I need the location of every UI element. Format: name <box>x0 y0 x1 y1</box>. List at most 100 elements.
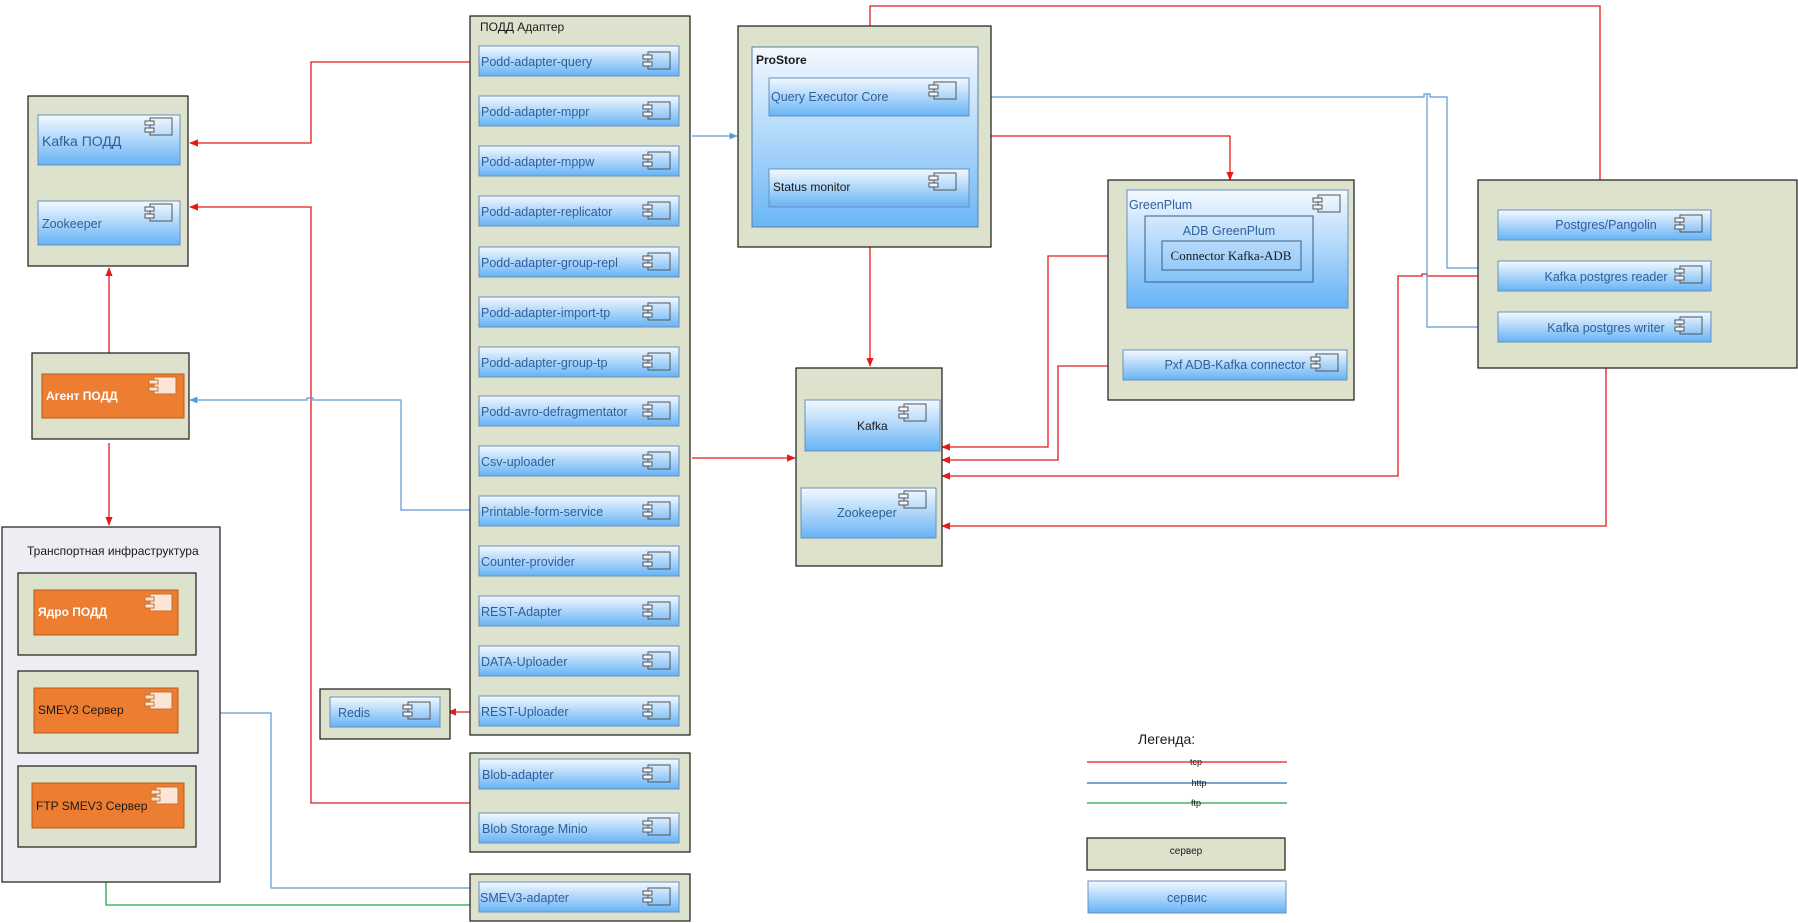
pxf-connector-label: Pxf ADB-Kafka connector <box>1164 358 1305 372</box>
adapter-service-box <box>478 545 680 577</box>
legend-tcp-label: tcp <box>1190 757 1202 767</box>
adapter-service-label: Printable-form-service <box>481 505 603 519</box>
adapter-service-box <box>478 595 680 627</box>
adapter-service-item[interactable]: Printable-form-service <box>478 495 680 527</box>
adapter-service-box <box>478 145 680 177</box>
adapter-service-label: Podd-adapter-mppw <box>481 155 595 169</box>
tcp-query-to-kafka-podd <box>189 61 479 147</box>
kafka-postgres-writer-label: Kafka postgres writer <box>1547 321 1664 335</box>
adapter-service-item[interactable]: REST-Adapter <box>478 595 680 627</box>
adapter-service-label: Podd-adapter-import-tp <box>481 306 610 320</box>
kafka-podd-server: Kafka ПОДД Zookeeper <box>27 95 189 267</box>
zookeeper-podd-label: Zookeeper <box>42 217 102 231</box>
adb-greenplum-box[interactable]: ADB GreenPlum <box>1144 215 1314 283</box>
adapter-service-item[interactable]: REST-Uploader <box>478 695 680 727</box>
adapter-service-item[interactable]: Podd-adapter-group-tp <box>478 346 680 378</box>
tcp-connector-to-kafka <box>941 255 1164 451</box>
postgres-pangolin-service[interactable]: Postgres/Pangolin <box>1497 209 1712 241</box>
ftp-smev3-server-label: FTP SMEV3 Сервер <box>36 799 148 813</box>
adapter-service-item[interactable]: Csv-uploader <box>478 445 680 477</box>
adapter-service-box <box>478 346 680 378</box>
legend-service-label: сервис <box>1167 891 1207 905</box>
kafka-label: Kafka <box>857 419 888 433</box>
transport-title: Транспортная инфраструктура <box>27 544 199 558</box>
adapter-service-item[interactable]: Podd-adapter-mppw <box>478 145 680 177</box>
adapter-service-box <box>478 695 680 727</box>
zookeeper-service[interactable]: Zookeeper <box>800 487 937 539</box>
agent-podd-server: Агент ПОДД <box>31 352 190 440</box>
redis-service[interactable]: Redis <box>329 696 441 728</box>
smev3-server-label: SMEV3 Сервер <box>38 703 124 717</box>
blob-adapter-label: Blob-adapter <box>482 768 554 782</box>
adapter-service-label: Podd-adapter-replicator <box>481 205 612 219</box>
adb-greenplum-label: ADB GreenPlum <box>1183 224 1275 238</box>
connector-kafka-adb-label: Connector Kafka-ADB <box>1171 248 1292 263</box>
adapter-service-label: REST-Uploader <box>481 705 569 719</box>
adapter-service-label: DATA-Uploader <box>481 655 567 669</box>
podd-adapter-server: ПОДД Адаптер Podd-adapter-queryPodd-adap… <box>469 15 691 736</box>
kafka-podd-label: Kafka ПОДД <box>42 133 122 149</box>
http-smev3-adapter-to-smev3 <box>197 709 470 889</box>
adapter-service-box <box>478 95 680 127</box>
connector-kafka-adb-box[interactable]: Connector Kafka-ADB <box>1161 240 1302 271</box>
adapter-service-item[interactable]: Podd-adapter-import-tp <box>478 296 680 328</box>
smev3-server-service[interactable]: SMEV3 Сервер <box>33 687 179 734</box>
adapter-service-box <box>478 645 680 677</box>
kafka-postgres-reader-label: Kafka postgres reader <box>1545 270 1668 284</box>
legend-server-swatch <box>1086 837 1286 871</box>
adapter-service-item[interactable]: Podd-adapter-mppr <box>478 95 680 127</box>
smev3-adapter-service[interactable]: SMEV3-adapter <box>478 881 680 913</box>
blob-storage-service[interactable]: Blob Storage Minio <box>478 812 680 844</box>
adapter-service-label: Podd-adapter-mppr <box>481 105 589 119</box>
adapter-service-label: Counter-provider <box>481 555 575 569</box>
adapter-service-label: Csv-uploader <box>481 455 555 469</box>
tcp-blob-to-zookeeper <box>189 203 470 804</box>
http-query-core-to-reader <box>970 93 1499 272</box>
kafka-podd-service[interactable]: Kafka ПОДД <box>37 114 181 166</box>
pxf-connector-service[interactable]: Pxf ADB-Kafka connector <box>1122 349 1348 381</box>
legend-http-label: http <box>1191 778 1206 788</box>
kafka-postgres-writer-service[interactable]: Kafka postgres writer <box>1497 311 1712 343</box>
adapter-service-label: Podd-adapter-query <box>481 55 593 69</box>
legend: Легенда: tcp http ftp сервер сервис <box>1086 731 1287 914</box>
ftp-smev3-server-service[interactable]: FTP SMEV3 Сервер <box>31 782 185 829</box>
core-podd-label: Ядро ПОДД <box>38 605 108 619</box>
query-executor-service[interactable]: Query Executor Core <box>768 77 970 117</box>
adapter-service-box <box>478 495 680 527</box>
adapter-service-box <box>478 296 680 328</box>
postgres-server: Postgres/Pangolin Kafka postgres reader … <box>1477 179 1798 369</box>
kafka-postgres-reader-service[interactable]: Kafka postgres reader <box>1497 260 1712 292</box>
status-monitor-service[interactable]: Status monitor <box>768 168 970 208</box>
postgres-pangolin-label: Postgres/Pangolin <box>1555 218 1657 232</box>
adapter-service-item[interactable]: DATA-Uploader <box>478 645 680 677</box>
greenplum-server: GreenPlum ADB GreenPlum Connector Kafka-… <box>1107 179 1355 401</box>
query-executor-label: Query Executor Core <box>771 90 888 104</box>
tcp-writer-to-zookeeper <box>941 341 1607 530</box>
legend-server-label: сервер <box>1170 846 1203 857</box>
greenplum-service[interactable]: GreenPlum <box>1126 189 1349 309</box>
adapter-service-box <box>478 246 680 278</box>
kafka-server: Kafka Zookeeper <box>795 367 943 567</box>
transport-infrastructure: Транспортная инфраструктура Ядро ПОДД SM… <box>1 526 221 883</box>
status-monitor-label: Status monitor <box>773 180 850 194</box>
podd-adapter-title: ПОДД Адаптер <box>480 20 564 34</box>
adapter-service-item[interactable]: Podd-avro-defragmentator <box>478 395 680 427</box>
adapter-service-box <box>478 195 680 227</box>
adapter-service-item[interactable]: Podd-adapter-query <box>478 45 680 77</box>
adapter-service-box <box>478 445 680 477</box>
prostore-title: ProStore <box>756 53 807 67</box>
redis-server: Redis <box>319 688 451 740</box>
kafka-service[interactable]: Kafka <box>804 399 941 452</box>
smev3-adapter-label: SMEV3-adapter <box>480 891 569 905</box>
legend-title: Легенда: <box>1138 731 1195 747</box>
core-podd-service[interactable]: Ядро ПОДД <box>33 589 179 636</box>
blob-adapter-service[interactable]: Blob-adapter <box>478 758 680 790</box>
adapter-service-item[interactable]: Podd-adapter-replicator <box>478 195 680 227</box>
agent-podd-service[interactable]: Агент ПОДД <box>41 373 185 419</box>
zookeeper-podd-service[interactable]: Zookeeper <box>37 200 181 246</box>
adapter-service-label: REST-Adapter <box>481 605 562 619</box>
agent-podd-label: Агент ПОДД <box>46 389 118 403</box>
adapter-service-item[interactable]: Counter-provider <box>478 545 680 577</box>
adapter-service-label: Podd-adapter-group-tp <box>481 356 608 370</box>
adapter-service-item[interactable]: Podd-adapter-group-repl <box>478 246 680 278</box>
